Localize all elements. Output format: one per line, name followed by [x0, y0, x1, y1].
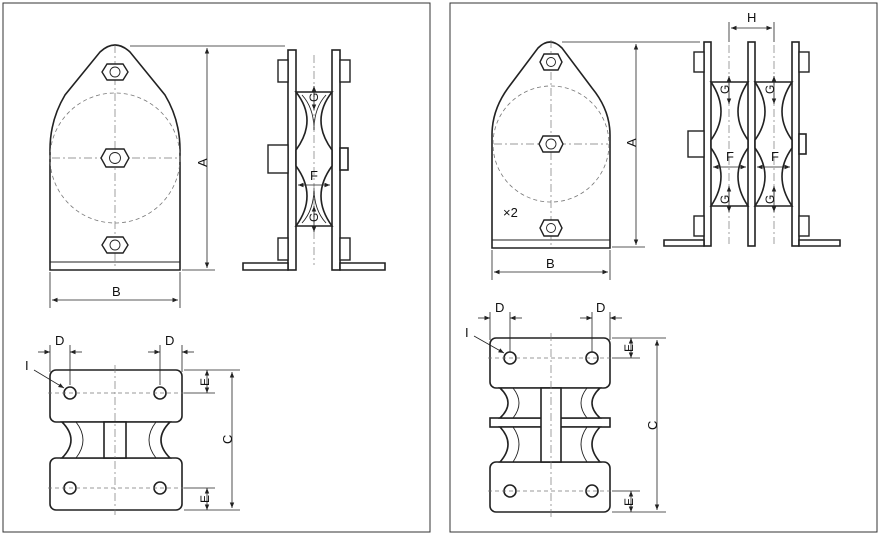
svg-text:D: D [495, 300, 504, 315]
dimension-c-e: E E C [612, 337, 666, 513]
hex-bolt-icon [101, 236, 129, 254]
double-pulley-bottom-view [488, 333, 612, 517]
dimension-c-e: E E C [184, 369, 240, 511]
right-panel-frame [449, 2, 878, 533]
svg-text:D: D [55, 333, 64, 348]
single-pulley-front-view [49, 44, 181, 271]
single-pulley-bottom-view [48, 365, 184, 515]
svg-text:G: G [763, 195, 777, 204]
double-pulley-side-view: G G G G F F [663, 41, 841, 247]
hex-bolt-icon [538, 135, 564, 153]
svg-text:B: B [112, 284, 121, 299]
svg-text:F: F [771, 149, 779, 164]
svg-text:G: G [307, 213, 321, 222]
dimension-d: D D [478, 300, 622, 352]
dimension-b: B [491, 250, 611, 280]
hex-bolt-icon [100, 148, 130, 168]
dimension-h: H [728, 10, 775, 42]
svg-text:F: F [310, 168, 318, 183]
label-i: I [465, 325, 505, 354]
svg-text:×2: ×2 [503, 205, 518, 220]
svg-text:C: C [645, 421, 660, 430]
svg-text:A: A [195, 158, 210, 167]
svg-text:E: E [198, 495, 212, 503]
double-pulley-front-view: ×2 [491, 40, 611, 249]
svg-text:B: B [546, 256, 555, 271]
svg-text:I: I [465, 325, 469, 340]
svg-text:G: G [718, 85, 732, 94]
svg-text:A: A [624, 138, 639, 147]
svg-text:C: C [220, 435, 235, 444]
svg-text:D: D [165, 333, 174, 348]
svg-text:G: G [763, 85, 777, 94]
svg-text:E: E [198, 378, 212, 386]
hex-bolt-icon [539, 219, 563, 237]
dimension-d: D D [38, 333, 194, 385]
svg-text:E: E [622, 344, 636, 352]
label-i: I [25, 358, 65, 389]
svg-text:G: G [718, 195, 732, 204]
dimension-a: A [562, 41, 700, 248]
dimension-a: A [130, 45, 285, 271]
svg-text:D: D [596, 300, 605, 315]
svg-text:G: G [307, 93, 321, 102]
hex-bolt-icon [101, 63, 129, 81]
single-pulley-side-view: G G F [242, 49, 386, 271]
svg-text:H: H [747, 10, 756, 25]
svg-text:I: I [25, 358, 29, 373]
dimension-b: B [49, 272, 181, 308]
svg-text:E: E [622, 498, 636, 506]
svg-text:F: F [726, 149, 734, 164]
left-panel-frame [2, 2, 431, 533]
hex-bolt-icon [539, 53, 563, 71]
